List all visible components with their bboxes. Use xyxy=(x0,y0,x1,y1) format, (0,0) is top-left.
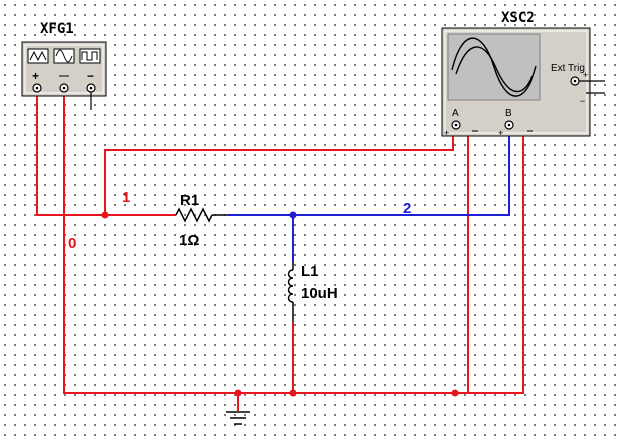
wire-r1-to-scope-b[interactable] xyxy=(228,128,510,216)
ground-symbol[interactable] xyxy=(226,411,250,425)
scope-trace-b xyxy=(455,46,533,93)
fg-plus-label: + xyxy=(32,69,39,83)
inductor-value-label: 10uH xyxy=(301,285,338,302)
resistor-value-label: 1Ω xyxy=(179,232,199,249)
junction-node2[interactable] xyxy=(289,211,297,219)
function-generator-name: XFG1 xyxy=(40,21,74,37)
inductor-coil-icon xyxy=(287,269,294,303)
junction-ground-1[interactable] xyxy=(234,389,242,397)
triangle-wave-icon xyxy=(29,50,47,62)
ext-trig-minus-label: − xyxy=(580,96,585,106)
resistor-r1[interactable]: R1 1Ω xyxy=(168,192,228,249)
channel-a-plus-label: + xyxy=(444,128,449,138)
net-label-1: 1 xyxy=(122,189,130,206)
channel-a-label: A xyxy=(452,108,459,119)
ext-trig-label: Ext Trig xyxy=(551,63,585,74)
channel-b-plus-label: + xyxy=(498,128,503,138)
inductor-l1[interactable]: L1 10uH xyxy=(287,262,338,322)
net-label-0: 0 xyxy=(68,235,76,252)
function-generator-xfg1[interactable]: XFG1 + − xyxy=(21,21,107,110)
inductor-ref-label: L1 xyxy=(301,263,319,280)
junction-ground-3[interactable] xyxy=(451,389,459,397)
fg-minus-label: − xyxy=(87,69,94,83)
blue-wires[interactable] xyxy=(228,128,510,262)
scope-trace-a xyxy=(451,37,537,97)
ext-trig-plus-label: + xyxy=(583,70,588,80)
red-wires[interactable] xyxy=(36,92,524,411)
channel-b-label: B xyxy=(505,108,512,119)
junction-ground-2[interactable] xyxy=(289,389,297,397)
net-label-2: 2 xyxy=(403,200,411,217)
oscilloscope-xsc2[interactable]: XSC2 Ext Trig + − A + B + xyxy=(441,10,605,138)
resistor-zigzag-icon xyxy=(175,207,213,223)
wire-node1-to-scope-a[interactable] xyxy=(104,128,454,215)
wire-fg-plus-to-r1[interactable] xyxy=(36,92,172,216)
resistor-ref-label: R1 xyxy=(180,192,199,209)
square-wave-icon xyxy=(81,51,98,61)
oscilloscope-name: XSC2 xyxy=(501,10,535,26)
sine-wave-button[interactable] xyxy=(27,48,49,64)
sine-wave-icon xyxy=(55,49,73,63)
junction-node1[interactable] xyxy=(101,211,109,219)
